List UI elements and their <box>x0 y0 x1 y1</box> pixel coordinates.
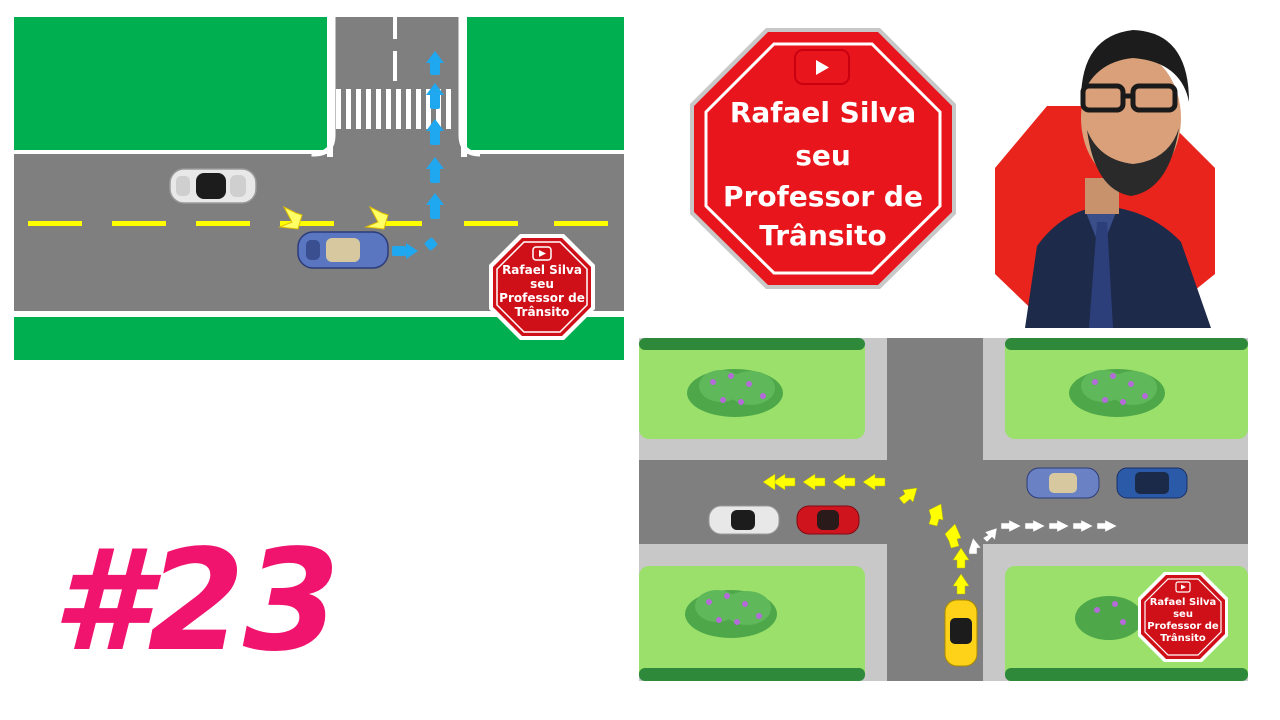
brand-name: Rafael Silva <box>502 263 582 277</box>
flower-bush-icon <box>1075 596 1143 640</box>
flower-bush-icon <box>687 369 783 417</box>
brand-line2: seu <box>1173 609 1193 620</box>
play-icon <box>532 246 552 261</box>
glasses-icon <box>1080 83 1178 113</box>
arrow-icon <box>392 51 444 259</box>
brand-line3: Professor de <box>723 180 923 213</box>
stop-sign-icon: Rafael Silva seu Professor de Trânsito <box>1138 572 1228 662</box>
brand-name: Rafael Silva <box>1150 597 1217 608</box>
car-icon <box>1116 467 1188 499</box>
arrow-icon <box>762 473 970 595</box>
intersection-illustration: Rafael Silva seu Professor de Trânsito <box>639 338 1248 681</box>
brand-line4: Trânsito <box>1160 632 1206 644</box>
flower-bush-icon <box>685 590 777 638</box>
center-lane-markings <box>28 221 608 226</box>
arrow-icon <box>968 519 1118 555</box>
brand-line4: Trânsito <box>759 219 887 252</box>
brand-line2: seu <box>530 277 554 291</box>
tie <box>1089 222 1113 328</box>
stop-sign-icon: Rafael Silva seu Professor de Trânsito <box>690 28 956 289</box>
crosswalk <box>336 89 451 129</box>
car-icon <box>708 505 780 535</box>
brand-line2: seu <box>795 139 851 172</box>
turn-signal-icon <box>278 205 389 230</box>
brand-line3: Professor de <box>499 291 585 305</box>
car-icon <box>297 231 389 269</box>
car-icon <box>1026 467 1100 499</box>
brand-line3: Professor de <box>1147 621 1219 632</box>
road-scene-illustration: Rafael Silva seu Professor de Trânsito <box>14 17 624 360</box>
presenter-photo <box>985 10 1225 332</box>
brand-logo: Rafael Silva seu Professor de Trânsito <box>688 26 958 291</box>
hair <box>1081 30 1189 102</box>
car-icon <box>796 505 860 535</box>
car-icon <box>169 168 257 204</box>
road-scene-turn-left: Rafael Silva seu Professor de Trânsito <box>14 17 624 360</box>
road-scene-intersection: Rafael Silva seu Professor de Trânsito <box>639 338 1248 681</box>
brand-name: Rafael Silva <box>730 96 916 129</box>
beard <box>1087 128 1179 196</box>
car-icon <box>944 599 978 667</box>
play-icon <box>794 49 850 85</box>
suit <box>1025 206 1211 328</box>
episode-number: #23 <box>52 520 340 683</box>
stop-sign-icon: Rafael Silva seu Professor de Trânsito <box>489 234 595 340</box>
flower-bush-icon <box>1069 369 1165 417</box>
play-icon <box>1175 581 1191 593</box>
brand-line4: Trânsito <box>515 305 570 319</box>
